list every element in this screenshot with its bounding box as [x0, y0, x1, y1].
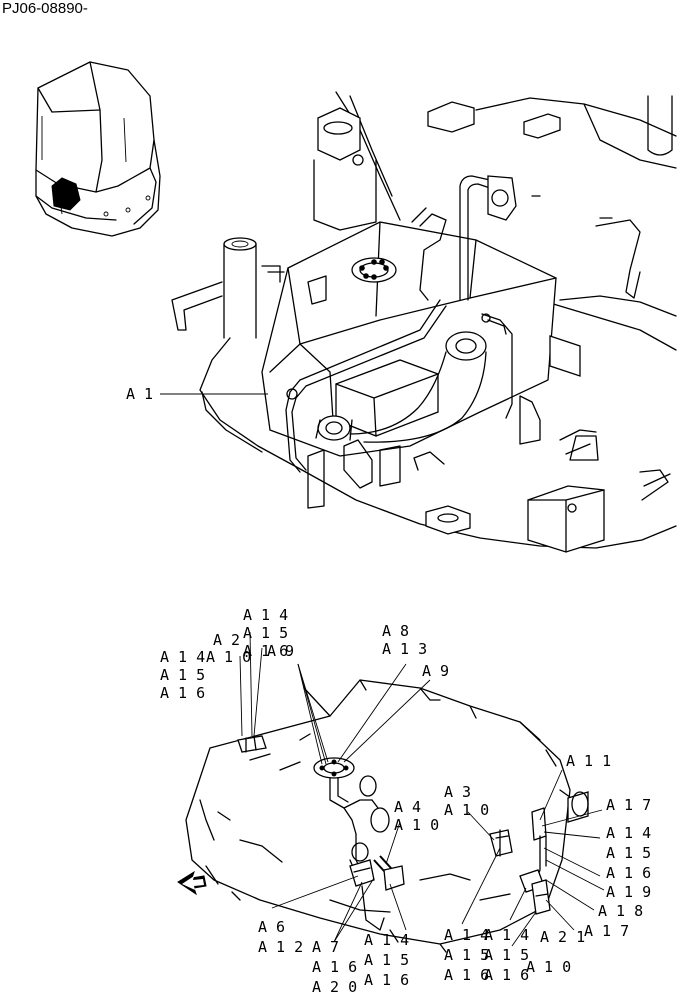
callout-a21: A 2 1 [540, 928, 585, 946]
callout-a10-bottom: A 1 0 [526, 958, 571, 976]
callout-a15-b2: A 1 5 [364, 951, 409, 969]
callout-a2: A 2 [213, 631, 240, 649]
callout-a7: A 7 [312, 938, 339, 956]
callout-a14-right: A 1 4 [606, 824, 651, 842]
leader-lines [160, 393, 605, 947]
callout-a8: A 8 [382, 622, 409, 640]
machine-overview-inset [35, 61, 161, 237]
callout-a16-b3: A 1 6 [444, 966, 489, 984]
drawing-code: PJ06-08890- [2, 0, 88, 17]
callout-a15-top: A 1 5 [243, 624, 288, 642]
callout-a16-right: A 1 6 [606, 864, 651, 882]
callout-a16-b1: A 1 6 [312, 958, 357, 976]
engine-fuel-line-detail [177, 679, 589, 953]
callout-a16-b2: A 1 6 [364, 971, 409, 989]
callout-a15-right: A 1 5 [606, 844, 651, 862]
callout-a6: A 6 [258, 918, 285, 936]
callout-a9-top: A 9 [267, 642, 294, 660]
callout-a15-b4: A 1 5 [484, 946, 529, 964]
callout-a17-right: A 1 7 [606, 796, 651, 814]
callout-a15-b3: A 1 5 [444, 946, 489, 964]
callout-a15-left: A 1 5 [160, 666, 205, 684]
callout-a12: A 1 2 [258, 938, 303, 956]
callout-a16-b4: A 1 6 [484, 966, 529, 984]
callout-a14-top: A 1 4 [243, 606, 288, 624]
callout-a4: A 4 [394, 798, 421, 816]
callout-a10-mid: A 1 0 [444, 801, 489, 819]
callout-a16-top: A 1 6 [243, 642, 288, 660]
callout-a20: A 2 0 [312, 978, 357, 996]
callout-a14-b2: A 1 4 [364, 931, 409, 949]
callout-a9-right: A 9 [422, 662, 449, 680]
callout-a3: A 3 [444, 783, 471, 801]
callout-a11: A 1 1 [566, 752, 611, 770]
fuel-tank-assembly [171, 91, 677, 553]
callout-a19: A 1 9 [606, 883, 651, 901]
callout-a14-b4: A 1 4 [484, 926, 529, 944]
callout-a10-center: A 1 0 [394, 816, 439, 834]
callout-a17-bottom: A 1 7 [584, 922, 629, 940]
callout-a14-left: A 1 4 [160, 648, 205, 666]
callout-a13: A 1 3 [382, 640, 427, 658]
callout-a18: A 1 8 [598, 902, 643, 920]
callout-labels: A 1 A 1 4 A 1 5 A 2 A 1 6 A 9 A 1 4 A 1 … [126, 385, 651, 996]
callout-a14-b3: A 1 4 [444, 926, 489, 944]
callout-a10-left: A 1 0 [206, 648, 251, 666]
callout-a16-left: A 1 6 [160, 684, 205, 702]
callout-a1: A 1 [126, 385, 153, 403]
